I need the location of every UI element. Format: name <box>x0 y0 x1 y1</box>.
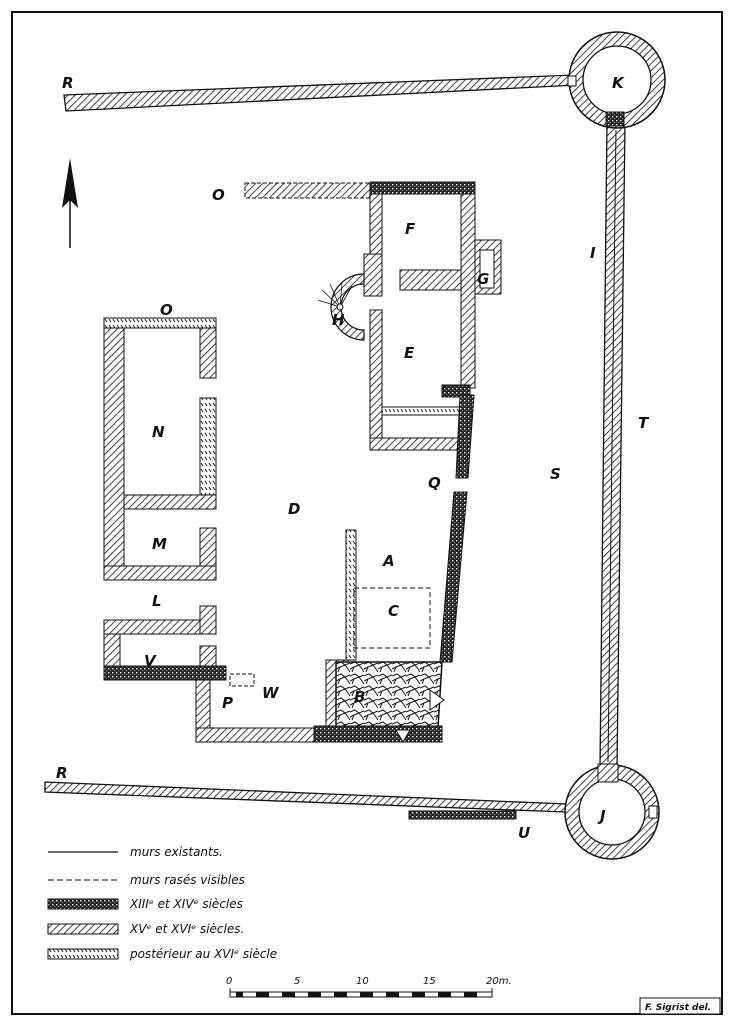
label-n: N <box>152 423 165 441</box>
north-building <box>317 181 502 479</box>
wall-r-south <box>44 781 567 813</box>
legend-existing: murs existants. <box>130 845 223 859</box>
legend-razed: murs rasés visibles <box>130 873 245 887</box>
label-u: U <box>518 824 530 842</box>
label-f: F <box>405 220 416 238</box>
label-d: D <box>288 500 300 518</box>
label-b: B <box>354 688 365 706</box>
wall-u <box>408 810 517 820</box>
west-building <box>103 317 337 743</box>
scale-tick-20: 20m. <box>486 976 512 987</box>
label-v: V <box>144 652 157 670</box>
legend: murs existants. murs rasés visibles XIII… <box>47 845 277 961</box>
label-o-west: O <box>160 301 173 319</box>
tower-j <box>564 763 660 860</box>
credit: F. Sigrist del. <box>645 1003 711 1013</box>
label-g: G <box>477 270 489 288</box>
label-r-north: R <box>62 74 74 92</box>
label-q: Q <box>428 474 441 492</box>
central-building <box>313 491 468 743</box>
north-arrow-icon <box>62 158 78 248</box>
scale-tick-10: 10 <box>356 976 369 987</box>
scale-tick-15: 15 <box>423 976 436 987</box>
legend-13th-14th: XIIIᵉ et XIVᵉ siècles <box>129 897 243 911</box>
label-m: M <box>152 535 167 553</box>
label-c: C <box>388 602 399 620</box>
scale-tick-5: 5 <box>294 976 300 987</box>
label-o-north: O <box>212 186 225 204</box>
tower-k <box>567 31 666 129</box>
label-e: E <box>404 344 415 362</box>
label-h: H <box>332 311 345 329</box>
label-l: L <box>152 592 162 610</box>
label-s: S <box>550 465 561 483</box>
label-w: W <box>262 684 280 702</box>
page-frame <box>11 11 723 1015</box>
outer-enclosure <box>44 31 666 860</box>
label-a: A <box>382 552 395 570</box>
legend-post-16th: postérieur au XVIᵉ siècle <box>129 947 277 961</box>
wall-r-north <box>63 74 578 112</box>
scale-tick-0: 0 <box>226 976 232 987</box>
label-p: P <box>222 694 233 712</box>
label-r-south: R <box>56 764 68 782</box>
label-k: K <box>612 74 625 92</box>
label-i: I <box>590 244 596 262</box>
wall-o-north <box>244 182 373 199</box>
label-t: T <box>638 414 650 432</box>
legend-15th-16th: XVᵉ et XVIᵉ siècles. <box>129 922 244 936</box>
scale-bar: 0 5 10 15 20m. <box>226 976 512 998</box>
label-j: J <box>597 807 606 825</box>
